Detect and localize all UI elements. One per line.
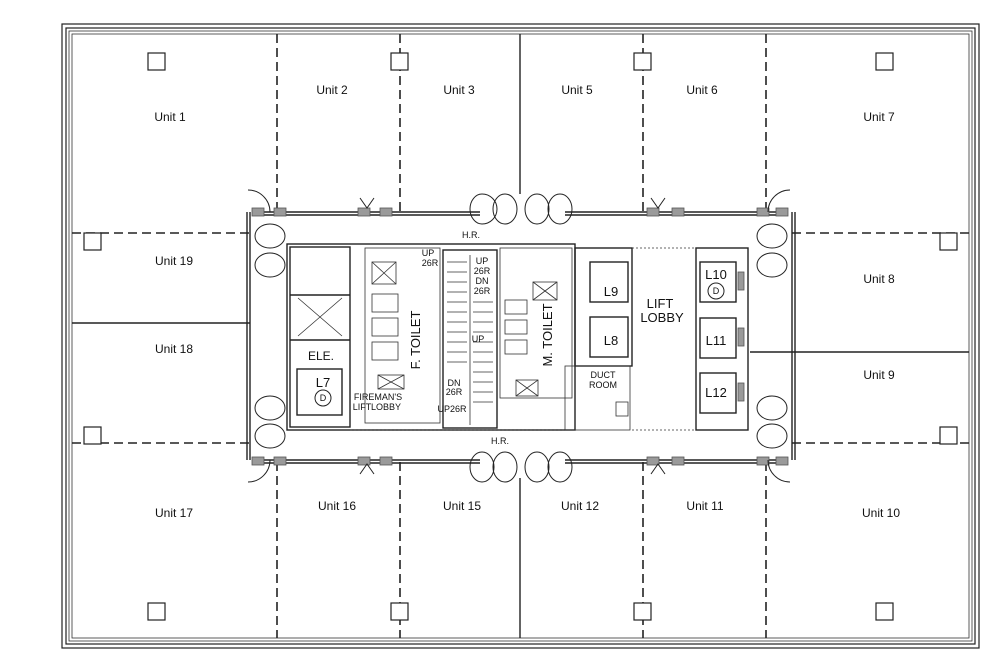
fireman-lift-label-3: LOBBY <box>371 402 401 412</box>
column <box>147 52 166 71</box>
stair-26r-label: 26R <box>422 258 439 268</box>
unit-label-3: Unit 3 <box>443 83 475 97</box>
hose-reel-bottom: H.R. <box>491 436 509 446</box>
stair-up-26r-label-2: 26R <box>474 266 491 276</box>
lift-l12-label: L12 <box>705 385 727 400</box>
door-swings <box>247 189 791 483</box>
f-toilet-label: F. TOILET <box>408 311 423 370</box>
stair-dn-26r-label: 26R <box>474 286 491 296</box>
duct-room-label-1: DUCT <box>591 370 616 380</box>
unit-label-6: Unit 6 <box>686 83 718 97</box>
m-toilet-label: M. TOILET <box>540 303 555 366</box>
unit-label-15: Unit 15 <box>443 499 481 513</box>
lift-shaft-center <box>574 247 633 367</box>
stair-up-small-label: UP <box>472 334 485 344</box>
lift-l10-tag: D <box>713 286 720 296</box>
lift-l7-label: L7 <box>316 375 330 390</box>
stair-up-bottom-label: UP26R <box>437 404 467 414</box>
ele-room-label: ELE. <box>308 349 334 363</box>
f-toilet-area <box>364 247 441 424</box>
lift-bank-right <box>695 247 749 431</box>
stair-up-label: UP <box>422 248 435 258</box>
hose-reel-top: H.R. <box>462 230 480 240</box>
unit-label-17: Unit 17 <box>155 506 193 520</box>
lift-bank-left <box>289 246 351 428</box>
stair-dn-label-2: DN <box>448 378 461 388</box>
lift-l7-tag: D <box>320 393 327 403</box>
stair-dn-label: DN <box>476 276 489 286</box>
unit-label-11: Unit 11 <box>686 499 723 513</box>
unit-label-1: Unit 1 <box>154 110 186 124</box>
unit-label-9: Unit 9 <box>863 368 895 382</box>
unit-label-7: Unit 7 <box>863 110 895 124</box>
lift-lobby-label-1: LIFT <box>647 296 674 311</box>
unit-label-18: Unit 18 <box>155 342 193 356</box>
unit-label-16: Unit 16 <box>318 499 356 513</box>
lift-l9-label: L9 <box>604 284 618 299</box>
stair-core <box>442 249 498 429</box>
unit-label-8: Unit 8 <box>863 272 895 286</box>
lift-l8-label: L8 <box>604 333 618 348</box>
outer-wall <box>61 23 980 649</box>
lift-lobby-label-2: LOBBY <box>640 310 684 325</box>
lift-l10-label: L10 <box>705 267 727 282</box>
unit-label-19: Unit 19 <box>155 254 193 268</box>
fireman-lift-label-2: LIFT <box>353 402 372 412</box>
fireman-lift-label-1: FIREMAN'S <box>354 392 402 402</box>
unit-label-10: Unit 10 <box>862 506 900 520</box>
unit-label-12: Unit 12 <box>561 499 599 513</box>
stair-up-label-2: UP <box>476 256 489 266</box>
m-toilet-area <box>499 247 573 399</box>
unit-label-2: Unit 2 <box>316 83 348 97</box>
duct-room-label-2: ROOM <box>589 380 617 390</box>
stair-dn-26r-label-2: 26R <box>446 387 463 397</box>
unit-label-5: Unit 5 <box>561 83 593 97</box>
lift-l11-label: L11 <box>706 333 727 348</box>
